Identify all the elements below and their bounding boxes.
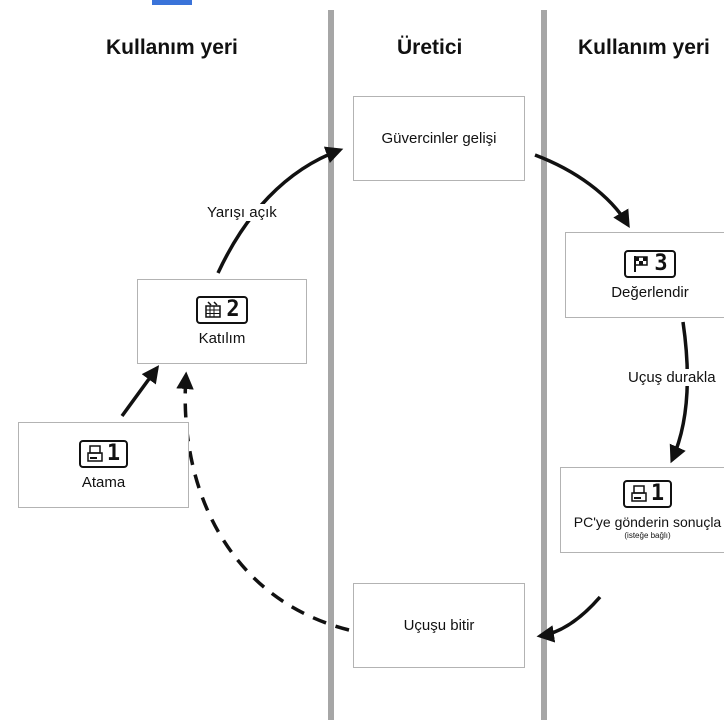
box-katilim: 2 Katılım bbox=[137, 279, 307, 364]
arrow-degerlendir-to-pc bbox=[669, 321, 690, 464]
box-degerlendir: 3 Değerlendir bbox=[565, 232, 724, 318]
box-pc-label: PC'ye gönderin sonuçla bbox=[573, 514, 722, 530]
box-degerlendir-label: Değerlendir bbox=[611, 283, 689, 301]
flag-icon bbox=[634, 255, 649, 272]
arrow-ucusu-bitir-to-katilim bbox=[176, 371, 350, 632]
box-katilim-label: Katılım bbox=[198, 330, 246, 347]
column-header-left: Kullanım yeri bbox=[106, 36, 238, 59]
arrow-atama-to-katilim bbox=[120, 365, 160, 418]
box-pc-sublabel: (isteğe bağlı) bbox=[624, 531, 671, 540]
top-strip bbox=[152, 0, 192, 5]
basket-icon bbox=[205, 301, 222, 318]
pc-icon-badge: 1 bbox=[622, 480, 673, 508]
printer-icon bbox=[631, 485, 647, 502]
lane-divider-left bbox=[328, 10, 334, 720]
edge-label-yarisi-acik: Yarışı açık bbox=[207, 204, 277, 221]
box-ucusu-bitir: Uçuşu bitir bbox=[353, 583, 525, 668]
arrow-pc-to-ucusu-bitir bbox=[536, 595, 602, 643]
box-guvercinler-gelisi: Güvercinler gelişi bbox=[353, 96, 525, 181]
box-guvercinler-label: Güvercinler gelişi bbox=[381, 130, 497, 147]
box-atama-label: Atama bbox=[81, 473, 126, 491]
box-pc-gonder: 1 PC'ye gönderin sonuçla (isteğe bağlı) bbox=[560, 467, 724, 553]
step-number: 2 bbox=[226, 297, 240, 322]
atama-icon-badge: 1 bbox=[78, 439, 129, 468]
printer-icon bbox=[87, 444, 103, 462]
column-header-right: Kullanım yeri bbox=[578, 36, 710, 59]
degerlendir-icon-badge: 3 bbox=[624, 249, 676, 278]
lane-divider-right bbox=[541, 10, 547, 720]
step-number: 3 bbox=[654, 250, 668, 276]
step-number: 1 bbox=[650, 481, 665, 506]
arrow-guvercinler-to-degerlendir bbox=[534, 153, 630, 229]
step-number: 1 bbox=[106, 440, 121, 466]
box-atama: 1 Atama bbox=[18, 422, 189, 508]
katilim-icon-badge: 2 bbox=[196, 296, 248, 324]
arrow-katilim-to-guvercinler bbox=[216, 146, 344, 274]
box-ucusu-bitir-label: Uçuşu bitir bbox=[403, 617, 475, 634]
column-header-center: Üretici bbox=[397, 36, 463, 59]
edge-label-ucus-durakla: Uçuş durakla bbox=[628, 369, 716, 386]
